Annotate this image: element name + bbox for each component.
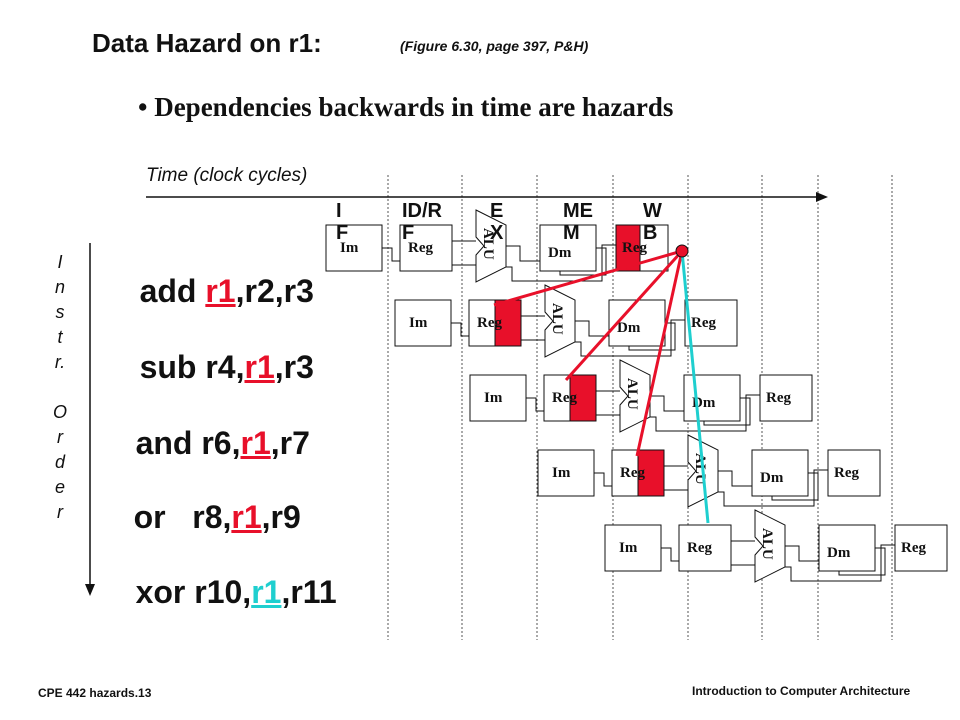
reg-write-label: Reg xyxy=(691,315,716,331)
reg-write-box xyxy=(894,524,948,572)
bullet-point: • Dependencies backwards in time are haz… xyxy=(138,92,674,122)
alu-label: ALU xyxy=(692,453,708,485)
footer-course: CPE 442 hazards.13 xyxy=(38,686,152,700)
dm-label: Dm xyxy=(548,245,572,261)
alu-label: ALU xyxy=(480,228,496,260)
datapath-wire xyxy=(506,244,616,282)
im-box xyxy=(604,524,662,572)
im-label: Im xyxy=(552,465,571,481)
instruction-add: add r1,r2,r3 xyxy=(139,273,314,309)
datapath-wire xyxy=(451,322,469,337)
hazard-register: r1 xyxy=(240,425,271,461)
datapath-wire xyxy=(718,470,752,487)
order-axis-arrowhead xyxy=(85,584,95,596)
dm-box xyxy=(751,449,809,497)
figure-reference: (Figure 6.30, page 397, P&H) xyxy=(400,38,589,54)
reg-write-label: Reg xyxy=(622,240,647,256)
dm-label: Dm xyxy=(827,545,851,561)
im-label: Im xyxy=(340,240,359,256)
alu-label: ALU xyxy=(549,303,565,335)
datapath-wire xyxy=(771,472,819,501)
datapath-wire xyxy=(575,319,685,357)
reg-read-highlight xyxy=(637,449,665,497)
datapath-wire xyxy=(650,394,760,432)
alu-label: ALU xyxy=(624,378,640,410)
hazard-line-and xyxy=(564,249,684,382)
alu-shape xyxy=(754,509,786,583)
alu-shape xyxy=(544,284,576,358)
datapath-wire xyxy=(506,245,540,262)
hazard-register: r1 xyxy=(205,273,236,309)
im-label: Im xyxy=(619,540,638,556)
alu-shape xyxy=(475,209,507,283)
datapath-wire xyxy=(718,469,828,507)
datapath-wire xyxy=(628,322,676,351)
reg-write-box xyxy=(684,299,738,347)
alu-shape xyxy=(619,359,651,433)
hazard-line-sub xyxy=(493,249,683,307)
reg-read-box xyxy=(399,224,453,272)
dm-box xyxy=(818,524,876,572)
instruction-xor: xor r10,r1,r11 xyxy=(135,574,337,610)
hazard-source-dot xyxy=(675,244,689,258)
reg-read-label: Reg xyxy=(408,240,433,256)
alu-label: ALU xyxy=(759,528,775,560)
instruction-or: or r8,r1,r9 xyxy=(133,499,301,535)
datapath-wire xyxy=(785,545,819,562)
hazard-register: r1 xyxy=(244,349,275,385)
time-axis-arrowhead xyxy=(816,192,828,202)
reg-write-label: Reg xyxy=(766,390,791,406)
reg-read-label: Reg xyxy=(687,540,712,556)
datapath-wire xyxy=(785,544,895,582)
datapath-wire xyxy=(594,472,612,487)
slide-title: Data Hazard on r1: xyxy=(92,28,322,58)
reg-read-label: Reg xyxy=(552,390,577,406)
reg-read-highlight xyxy=(569,374,597,422)
datapath-wire xyxy=(661,547,679,562)
im-box xyxy=(394,299,452,347)
datapath-wire xyxy=(526,397,544,412)
im-box xyxy=(537,449,595,497)
im-label: Im xyxy=(409,315,428,331)
datapath-wire xyxy=(838,547,886,576)
forward-line-xor xyxy=(680,250,710,524)
dm-box xyxy=(539,224,597,272)
reg-read-label: Reg xyxy=(620,465,645,481)
reg-write-box xyxy=(759,374,813,422)
footer-course-title: Introduction to Computer Architecture xyxy=(692,684,911,698)
instruction-and: and r6,r1,r7 xyxy=(135,425,310,461)
instruction-sub: sub r4,r1,r3 xyxy=(139,349,314,385)
forwarded-register: r1 xyxy=(251,574,282,610)
datapath-wire xyxy=(650,395,684,412)
dm-label: Dm xyxy=(617,320,641,336)
datapath-wire xyxy=(559,247,607,276)
reg-read-box xyxy=(678,524,732,572)
hazard-line-or xyxy=(635,250,684,457)
im-box xyxy=(325,224,383,272)
reg-read-label: Reg xyxy=(477,315,502,331)
datapath-wire xyxy=(703,397,751,426)
im-box xyxy=(469,374,527,422)
datapath-wire xyxy=(575,320,609,337)
time-axis-label: Time (clock cycles) xyxy=(146,165,308,186)
reg-write-box xyxy=(827,449,881,497)
im-label: Im xyxy=(484,390,503,406)
dm-label: Dm xyxy=(760,470,784,486)
datapath-wire xyxy=(382,247,400,262)
reg-write-label: Reg xyxy=(901,540,926,556)
reg-write-label: Reg xyxy=(834,465,859,481)
hazard-register: r1 xyxy=(231,499,262,535)
